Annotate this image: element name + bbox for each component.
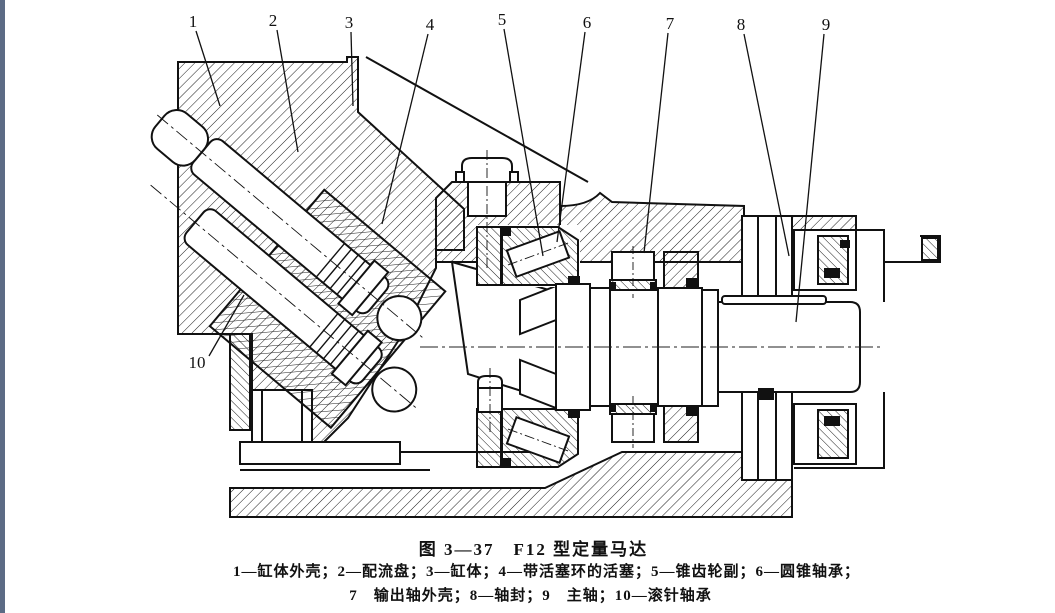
figure-caption-legend-line1: 1—缸体外壳；2—配流盘；3—缸体；4—带活塞环的活塞；5—锥齿轮副；6—圆锥轴…	[232, 564, 860, 580]
leader-line-6	[556, 31, 586, 243]
leader-line-2	[276, 29, 299, 153]
leader-line-5	[503, 28, 544, 257]
figure-caption-legend-line2: 7 输出轴外壳；8—轴封；9 主轴；10—滚针轴承	[349, 588, 712, 604]
callout-labels: 1 2 3 4 5 6 7 8 9 10	[189, 10, 831, 372]
callout-4: 4	[426, 15, 435, 34]
leader-line-1	[195, 30, 221, 107]
leader-line-8	[743, 33, 790, 257]
callout-10: 10	[189, 353, 206, 372]
callout-2: 2	[269, 11, 278, 30]
shaft-seal-bottom	[824, 416, 840, 426]
callout-6: 6	[583, 13, 592, 32]
cover-clip	[921, 237, 939, 261]
port-flange	[239, 441, 401, 465]
shaft-assembly	[450, 225, 861, 468]
callout-9: 9	[822, 15, 831, 34]
shaft-seal-top	[824, 268, 840, 278]
needle-bearing-band-bottom	[663, 405, 699, 443]
callout-7: 7	[666, 14, 675, 33]
tilted-cylinder-assembly	[150, 109, 447, 430]
leader-lines	[195, 28, 825, 357]
callout-1: 1	[189, 12, 198, 31]
callout-5: 5	[498, 10, 507, 29]
plugs	[455, 150, 519, 432]
output-shaft	[717, 301, 861, 393]
leader-line-4	[381, 33, 429, 225]
taper-bearing-seat	[476, 226, 502, 286]
end-cover-edge-bottom	[794, 392, 885, 469]
figure-caption-title: 图 3—37 F12 型定量马达	[418, 540, 649, 559]
page-left-border	[0, 0, 5, 613]
housing-neck-edge	[365, 56, 589, 183]
shaft-key	[721, 295, 827, 305]
valve-plate	[150, 109, 210, 167]
leader-line-10	[208, 294, 245, 357]
callout-8: 8	[737, 15, 746, 34]
callout-3: 3	[345, 13, 354, 32]
leader-line-3	[350, 31, 354, 107]
leader-line-7	[643, 32, 669, 254]
end-cover-edge-top	[856, 229, 885, 302]
leader-line-9	[795, 33, 825, 323]
